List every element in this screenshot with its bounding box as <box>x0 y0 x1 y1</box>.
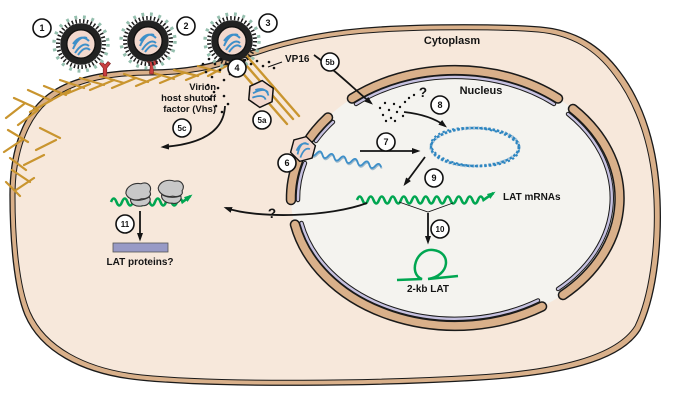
svg-text:7: 7 <box>383 137 388 147</box>
step-badge-5b: 5b <box>320 52 340 72</box>
svg-text:8: 8 <box>437 100 442 110</box>
viral-dna-linear <box>304 148 383 171</box>
vhs-label-line3: factor (Vhs) <box>163 104 216 115</box>
step-badge-6: 6 <box>277 153 297 173</box>
arrow-5c <box>160 105 226 150</box>
viral-episome <box>429 126 521 168</box>
lat-proteins-bar <box>112 242 169 253</box>
svg-text:5c: 5c <box>178 124 187 133</box>
step-badge-4: 4 <box>227 58 247 78</box>
svg-text:4: 4 <box>234 63 239 73</box>
arrow-mrna-export <box>223 202 368 216</box>
cytoplasm-label: Cytoplasm <box>424 35 480 47</box>
svg-text:10: 10 <box>436 225 445 234</box>
arrow-8 <box>403 111 447 128</box>
vhs-label-line2: host shutoff <box>161 93 217 104</box>
splice-lines <box>398 201 454 213</box>
svg-text:9: 9 <box>431 173 436 183</box>
question-mrna-export: ? <box>268 206 276 221</box>
svg-text:1: 1 <box>39 23 44 33</box>
nucleus-label: Nucleus <box>460 85 503 97</box>
vp16-label: VP16 <box>285 54 310 65</box>
vp16-pointer-line <box>267 61 283 68</box>
step-badge-5a: 5a <box>252 110 272 130</box>
nuclear-envelope <box>285 64 625 332</box>
question-vp16-entry: ? <box>419 85 427 100</box>
two-kb-lat-label: 2-kb LAT <box>407 284 449 295</box>
step-badge-1: 1 <box>32 18 52 38</box>
svg-text:5b: 5b <box>325 58 334 67</box>
nucleus-interior <box>291 70 619 326</box>
receptor-icon <box>99 61 111 77</box>
svg-text:3: 3 <box>265 18 270 28</box>
step-badge-11: 11 <box>115 214 135 234</box>
lat-mrnas-label: LAT mRNAs <box>503 192 561 203</box>
svg-text:2: 2 <box>183 21 188 31</box>
arrow-9 <box>403 156 426 187</box>
step-badge-8: 8 <box>430 95 450 115</box>
lariat-icon <box>396 248 459 282</box>
svg-text:11: 11 <box>121 220 130 229</box>
vp16-dots-nucleus <box>378 93 416 123</box>
step-badge-5c: 5c <box>172 118 192 138</box>
step-badge-7: 7 <box>376 132 396 152</box>
step-badges: 1 2 3 4 5a 5b 5c 6 7 8 9 10 11 <box>32 13 450 239</box>
svg-text:6: 6 <box>284 158 289 168</box>
lat-proteins-label: LAT proteins? <box>106 257 173 268</box>
svg-text:5a: 5a <box>258 116 267 125</box>
virion-2 <box>121 14 175 68</box>
step-badge-10: 10 <box>430 219 450 239</box>
lat-wave-nuclear <box>355 191 496 205</box>
vhs-label-line1: Virion <box>189 82 216 93</box>
step-badge-3: 3 <box>258 13 278 33</box>
step-badge-2: 2 <box>176 16 196 36</box>
step-badge-9: 9 <box>424 168 444 188</box>
